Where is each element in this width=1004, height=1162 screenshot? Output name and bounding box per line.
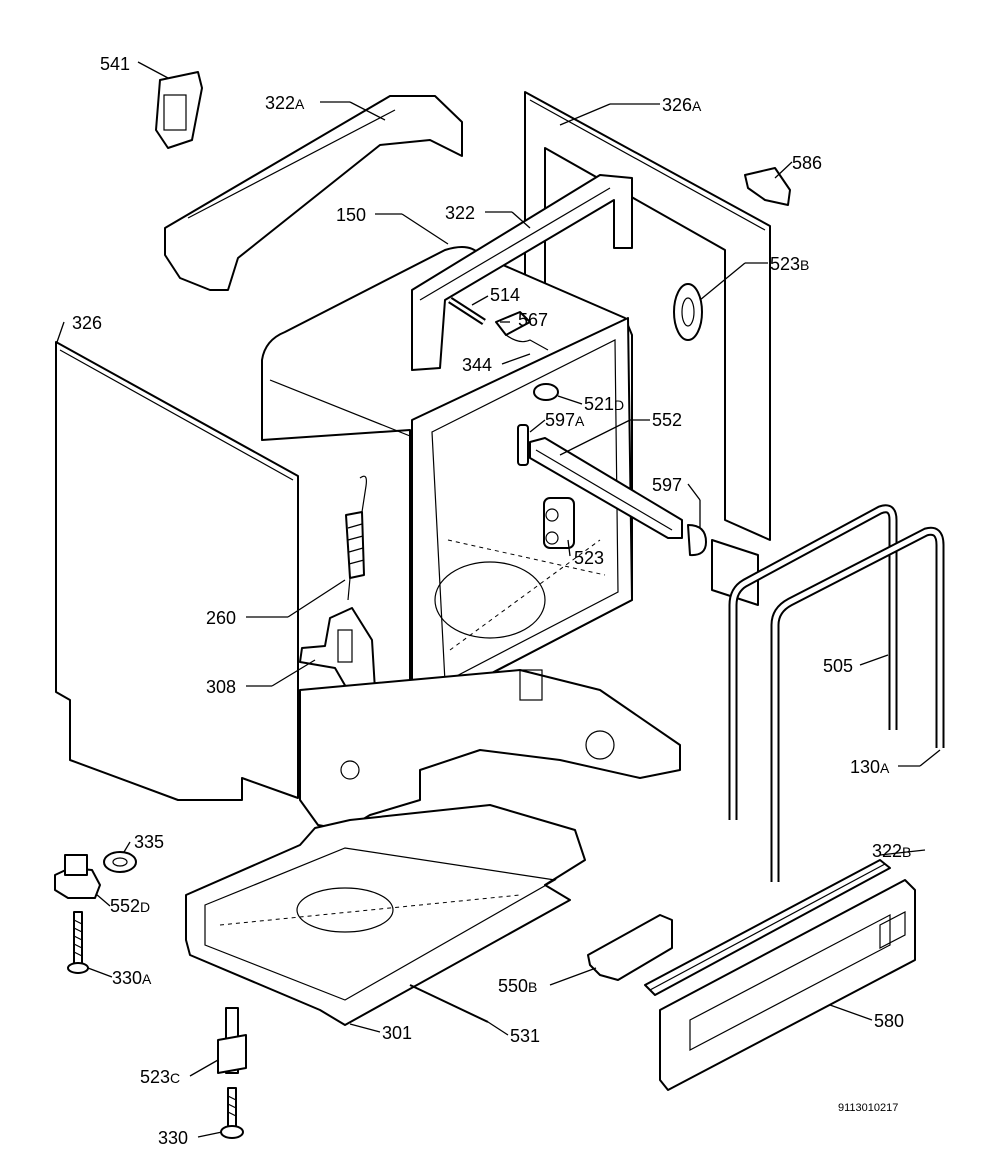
callout-541: 541	[100, 54, 130, 74]
callout-322: 322	[445, 203, 475, 223]
callout-514: 514	[490, 285, 520, 305]
callout-301: 301	[382, 1023, 412, 1043]
part-523c-leg	[217, 1007, 247, 1074]
part-330a-screw	[67, 911, 89, 974]
part-322a-cover	[164, 95, 463, 291]
callout-322b: 322B	[872, 841, 911, 861]
callout-531: 531	[510, 1026, 540, 1046]
callout-597: 597	[652, 475, 682, 495]
callout-326: 326	[72, 313, 102, 333]
part-260-spring	[345, 475, 367, 601]
part-552-rail	[529, 437, 683, 539]
callout-552d: 552D	[110, 896, 150, 916]
callout-580: 580	[874, 1011, 904, 1031]
callout-322a: 322A	[265, 93, 305, 113]
part-322-top-frame	[411, 174, 633, 371]
part-523b-grommet	[673, 283, 703, 341]
part-308-hinge	[299, 607, 376, 695]
part-597a-bracket	[517, 424, 529, 466]
callout-330: 330	[158, 1128, 188, 1148]
part-550b-bracket	[587, 914, 673, 981]
callout-521d: 521D	[584, 394, 624, 414]
part-330-screw	[220, 1087, 244, 1139]
callout-335: 335	[134, 832, 164, 852]
part-597-clip	[687, 524, 707, 557]
callout-552: 552	[652, 410, 682, 430]
callout-550b: 550B	[498, 976, 537, 996]
callout-523c: 523C	[140, 1067, 180, 1087]
callout-326a: 326A	[662, 95, 702, 115]
callout-344: 344	[462, 355, 492, 375]
callout-586: 586	[792, 153, 822, 173]
part-326-side-panel	[55, 341, 299, 801]
callout-597a: 597A	[545, 410, 585, 430]
callout-523b: 523B	[770, 254, 809, 274]
part-335-nut	[103, 851, 137, 873]
part-552d-foot	[54, 854, 101, 899]
drawing-number: 9113010217	[838, 1102, 898, 1114]
part-531-rod	[409, 984, 489, 1023]
part-541-bracket	[155, 71, 203, 149]
part-505-door-seal	[728, 504, 898, 820]
part-150-tub	[261, 245, 633, 701]
callout-150: 150	[336, 205, 366, 225]
part-130a-door-seal	[770, 526, 945, 882]
part-567-clip	[495, 311, 549, 351]
callout-260: 260	[206, 608, 236, 628]
part-580-kickplate	[659, 879, 916, 1091]
callout-505: 505	[823, 656, 853, 676]
callout-330a: 330A	[112, 968, 152, 988]
callout-567: 567	[518, 310, 548, 330]
part-322b-strip	[644, 859, 891, 996]
callout-130a: 130A	[850, 757, 890, 777]
part-301-base-tray	[185, 804, 586, 1026]
part-523-nozzles	[543, 497, 575, 549]
callout-523: 523	[574, 548, 604, 568]
part-521d-plug	[533, 383, 559, 401]
callout-308: 308	[206, 677, 236, 697]
part-514-pin	[448, 297, 486, 325]
leader-lines	[55, 61, 941, 1138]
part-586-clip	[744, 167, 791, 206]
